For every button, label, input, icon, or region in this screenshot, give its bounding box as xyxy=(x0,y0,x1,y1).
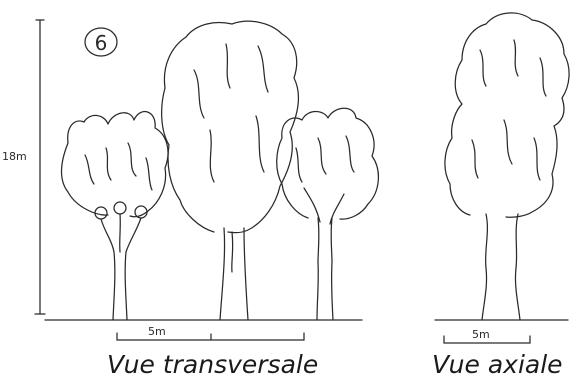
sheet-number: 6 xyxy=(95,31,108,55)
tree-small-right xyxy=(276,107,379,321)
scale-label-left: 5m xyxy=(148,325,166,338)
caption-transversal: Vue transversale xyxy=(107,350,319,379)
tree-small-left xyxy=(60,111,169,321)
height-scale-bar: 18m xyxy=(2,19,46,315)
sheet-number-badge: 6 xyxy=(84,27,118,57)
tree-axial xyxy=(444,12,570,321)
scale-bar-transversal: 5m xyxy=(116,325,305,341)
scale-bar-axial: 5m xyxy=(443,328,531,344)
height-label: 18m xyxy=(2,150,27,163)
caption-axial: Vue axiale xyxy=(432,350,563,379)
scale-label-right: 5m xyxy=(472,328,490,341)
tree-tall-center xyxy=(161,20,299,321)
